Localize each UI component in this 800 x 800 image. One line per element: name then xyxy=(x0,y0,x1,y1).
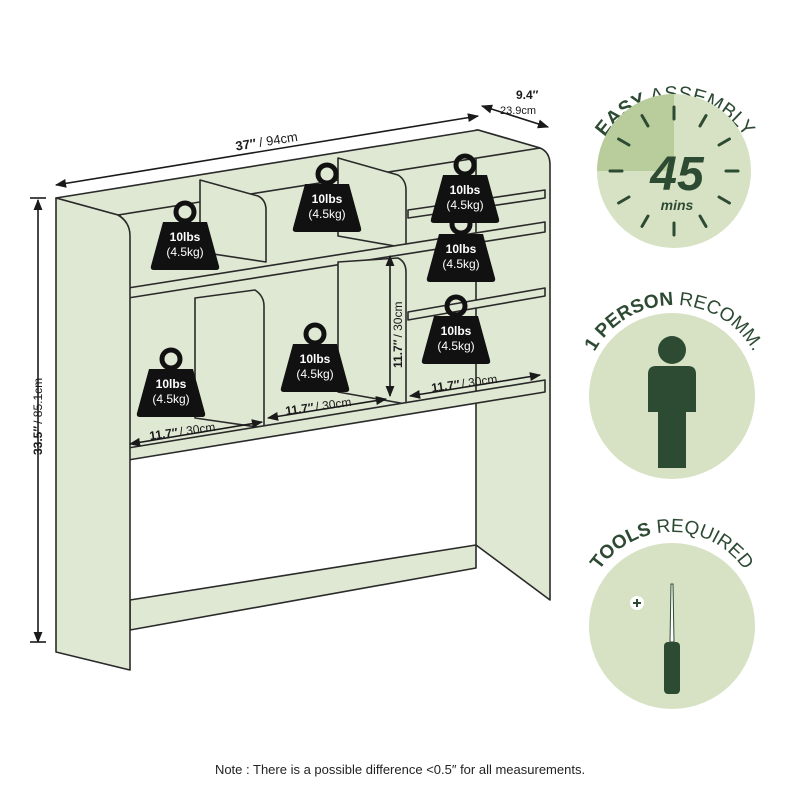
shelf-board-right-2 xyxy=(407,287,546,321)
shelf-left-panel xyxy=(55,197,131,671)
badge-assembly-unit: mins xyxy=(661,197,694,213)
depth-label-in: 9.4″ xyxy=(516,88,539,102)
badge-tools-required: TOOLS REQUIRED xyxy=(587,516,757,709)
weight-kg-label: (4.5kg) xyxy=(308,207,345,221)
weight-5: 10lbs(4.5kg) xyxy=(421,294,491,364)
weight-lbs-label: 10lbs xyxy=(450,183,481,197)
badge-one-person: 1 PERSON RECOMM. xyxy=(581,289,767,479)
badge-assembly-number: 45 xyxy=(649,148,705,201)
weight-kg-label: (4.5kg) xyxy=(442,257,479,271)
weight-1: 10lbs(4.5kg) xyxy=(150,200,220,270)
cubby-width-label-3: 11.7″/ 30cm xyxy=(430,372,498,395)
weight-kg-label: (4.5kg) xyxy=(446,198,483,212)
cubby-width-label-1: 11.7″/ 30cm xyxy=(148,420,216,443)
height-label: 33.5″/ 85.1cm xyxy=(31,378,45,455)
weight-lbs-label: 10lbs xyxy=(446,242,477,256)
cubby-width-line-1 xyxy=(128,419,264,447)
shelf-stretcher xyxy=(129,544,477,631)
weight-7: 10lbs(4.5kg) xyxy=(136,347,206,417)
depth-dimension-line xyxy=(480,104,550,129)
divider-bottom-1 xyxy=(194,289,265,429)
width-dimension-line xyxy=(54,113,480,188)
weight-kg-label: (4.5kg) xyxy=(296,367,333,381)
cubby-width-line-2 xyxy=(266,396,388,421)
cubby-height-label: 11.7″/ 30cm xyxy=(391,302,405,368)
weight-lbs-label: 10lbs xyxy=(300,352,331,366)
weight-lbs-label: 10lbs xyxy=(312,192,343,206)
weight-kg-label: (4.5kg) xyxy=(437,339,474,353)
shelf-board-right-1 xyxy=(407,189,546,219)
weight-lbs-label: 10lbs xyxy=(441,324,472,338)
weight-kg-label: (4.5kg) xyxy=(152,392,189,406)
depth-label-cm: 23.9cm xyxy=(500,105,536,117)
weight-kg-label: (4.5kg) xyxy=(166,245,203,259)
width-label: 37″/ 94cm xyxy=(234,129,298,154)
clock-icon xyxy=(608,105,740,237)
weight-6: 10lbs(4.5kg) xyxy=(280,322,350,392)
weight-4: 10lbs(4.5kg) xyxy=(426,212,496,282)
cubby-width-label-2: 11.7″/ 30cm xyxy=(284,395,352,418)
weight-markers: 10lbs(4.5kg)10lbs(4.5kg)10lbs(4.5kg)10lb… xyxy=(136,153,500,417)
weight-2: 10lbs(4.5kg) xyxy=(292,162,362,232)
measurement-note: Note : There is a possible difference <0… xyxy=(214,762,586,777)
cubby-width-line-3 xyxy=(408,372,542,399)
dimension-lines xyxy=(30,104,550,644)
weight-3: 10lbs(4.5kg) xyxy=(430,153,500,223)
weight-lbs-label: 10lbs xyxy=(170,230,201,244)
badge-easy-assembly: EASY ASSEMBLY 45 mins xyxy=(591,83,759,248)
divider-top-1 xyxy=(199,179,267,263)
screwdriver-icon xyxy=(630,583,680,694)
person-icon xyxy=(648,336,696,468)
shelf-right-panel xyxy=(475,129,551,601)
weight-lbs-label: 10lbs xyxy=(156,377,187,391)
